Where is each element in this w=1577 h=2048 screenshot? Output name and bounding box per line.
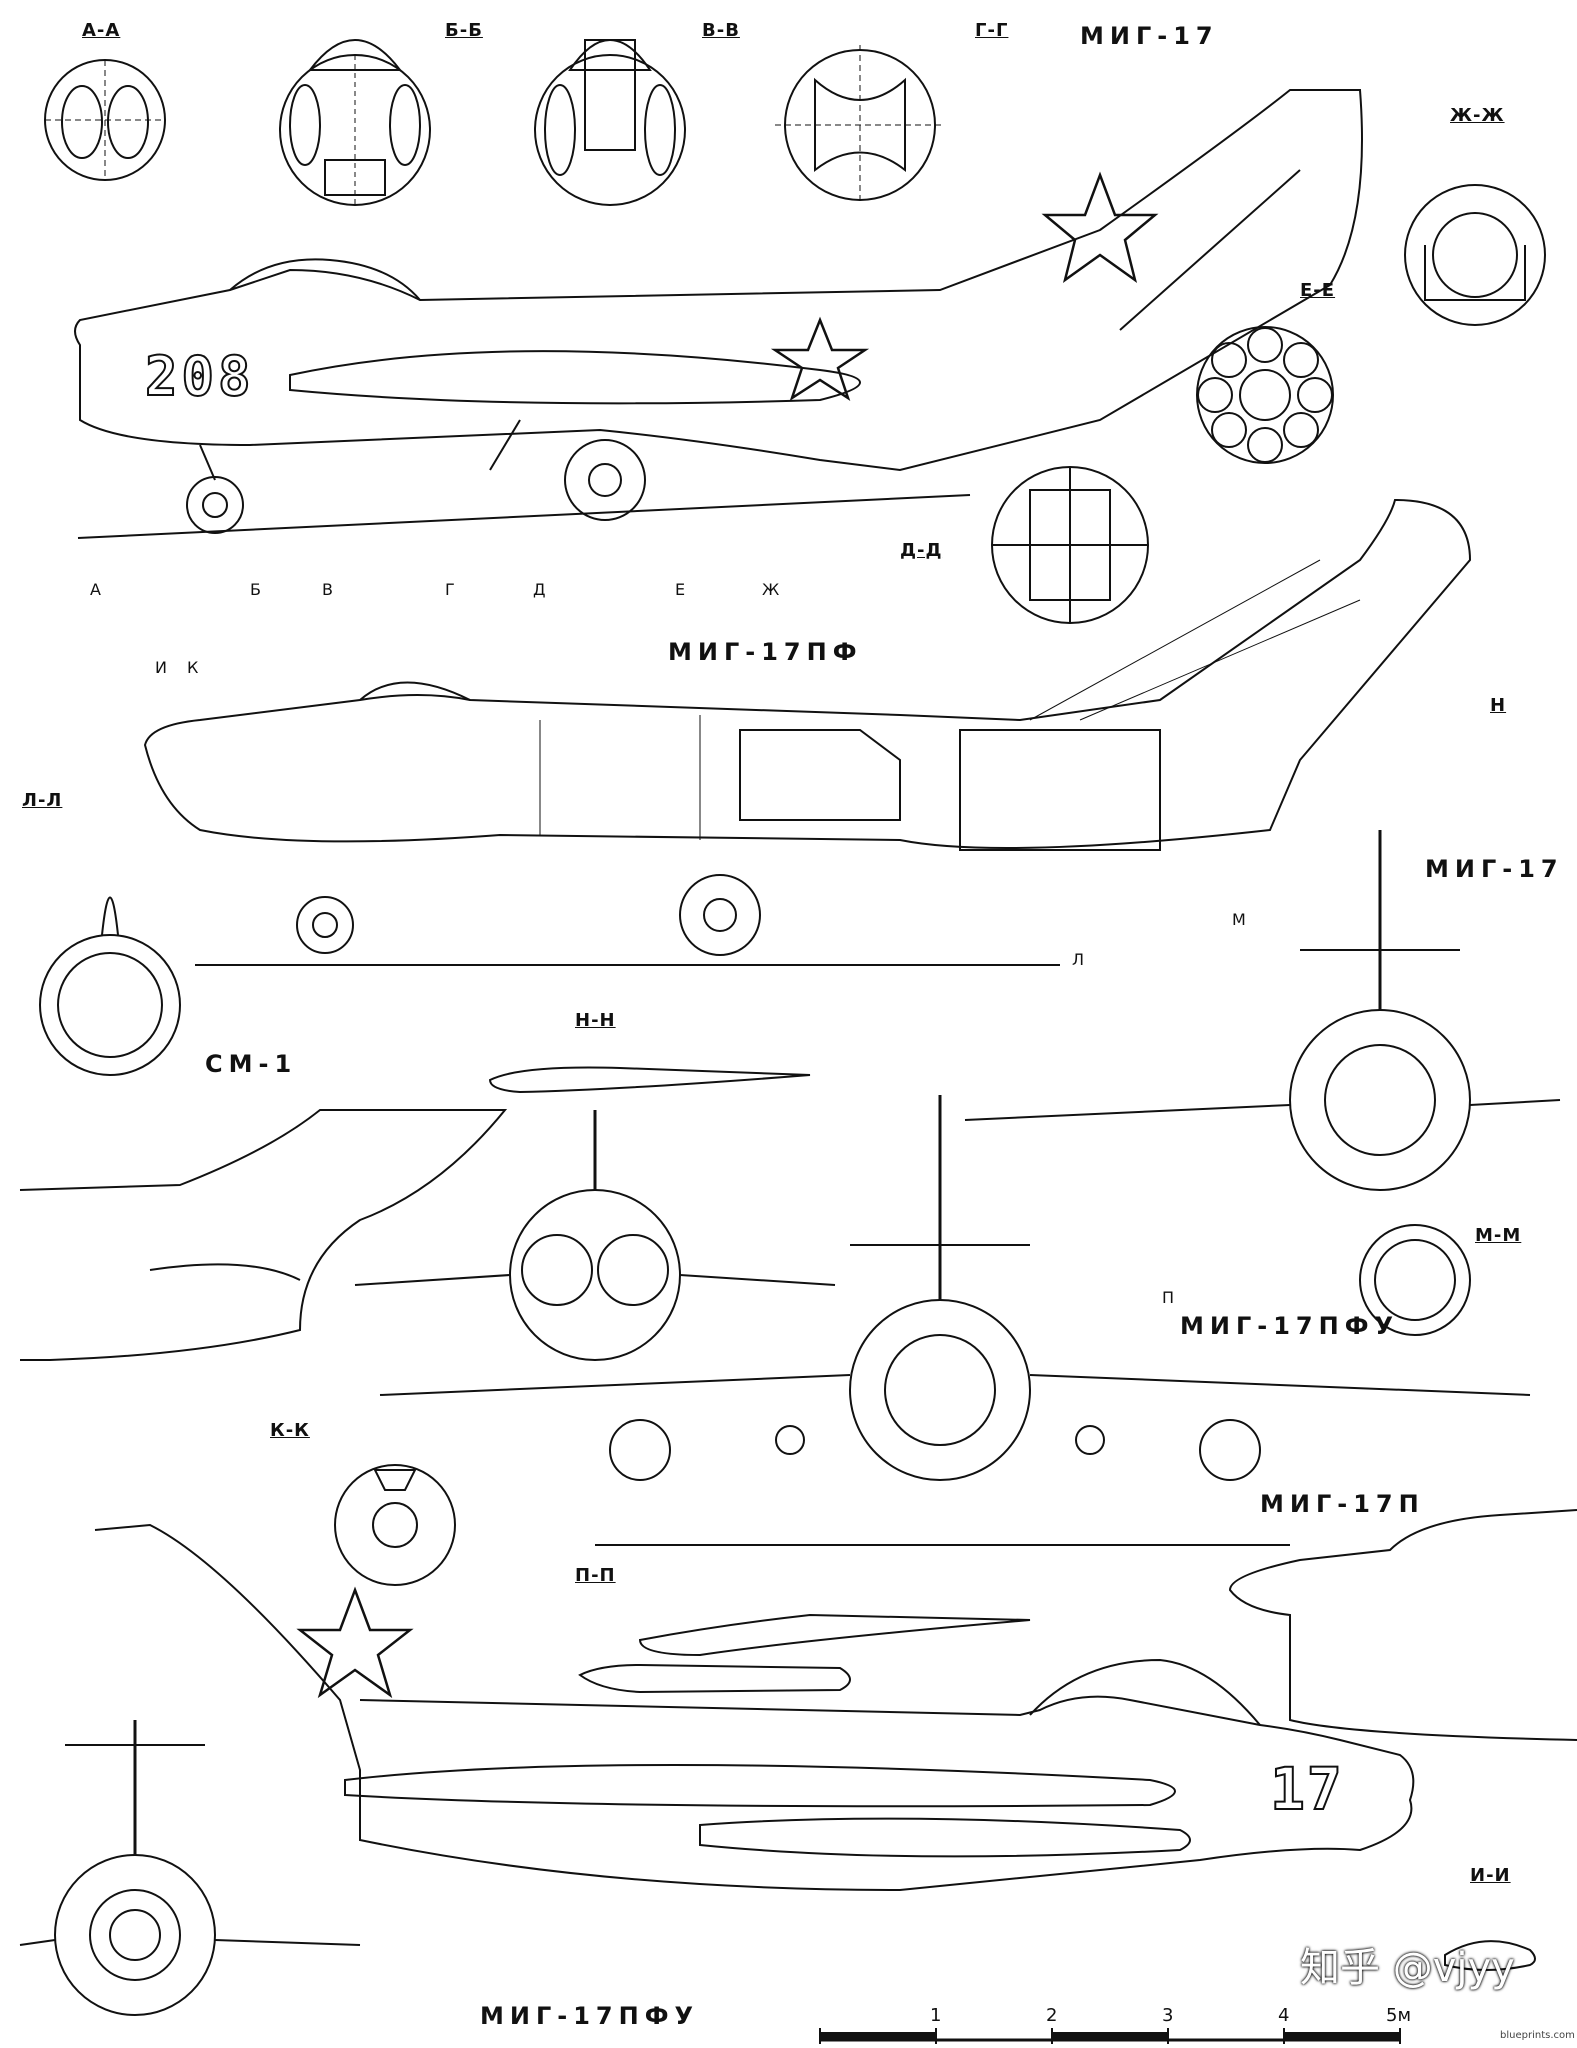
station-mark-v: В — [322, 580, 333, 599]
title-mig17pf: МИГ-17ПФ — [668, 638, 863, 666]
scale-tick-4: 4 — [1278, 2005, 1290, 2026]
station-mark-g: Г — [445, 580, 455, 599]
section-label-vv: В-В — [702, 20, 740, 41]
section-vv-drawing — [534, 39, 686, 206]
station-mark-m: М — [1232, 910, 1246, 929]
section-kk-drawing — [334, 1464, 456, 1586]
section-ll-drawing — [39, 896, 181, 1076]
mig17pfu-side-view — [94, 1523, 1415, 1892]
scale-bar — [819, 2028, 1401, 2044]
title-mig17-right: МИГ-17 — [1425, 855, 1564, 883]
mig17-side-view — [74, 89, 1363, 539]
title-sm1: СМ-1 — [205, 1050, 298, 1078]
section-label-n: Н — [1490, 695, 1507, 716]
section-label-bb: Б-Б — [445, 20, 483, 41]
section-label-kk: К-К — [270, 1420, 310, 1441]
station-mark-b: Б — [250, 580, 261, 599]
scale-tick-5m: 5м — [1386, 2005, 1412, 2026]
station-mark-k: К — [187, 658, 199, 677]
title-mig17pfu: МИГ-17ПФУ — [1180, 1312, 1400, 1340]
section-aa-drawing — [44, 59, 166, 181]
mig17p-front-view — [379, 1095, 1531, 1546]
section-label-pp: П-П — [575, 1565, 616, 1586]
mig17pfu-nose-partial — [1228, 1509, 1577, 1741]
rear-view — [19, 1720, 361, 2016]
station-mark-d: Д — [533, 580, 546, 599]
watermark: 知乎 @vjyy — [1300, 1945, 1515, 1991]
scale-tick-3: 3 — [1162, 2005, 1174, 2026]
section-ii-drawing — [1444, 1940, 1536, 1971]
scale-tick-1: 1 — [930, 2005, 942, 2026]
section-label-aa: А-А — [82, 20, 121, 41]
section-zhzh-drawing — [1404, 184, 1546, 326]
scale-tick-2: 2 — [1046, 2005, 1058, 2026]
station-mark-l: Л — [1072, 950, 1085, 969]
station-mark-i: И — [155, 658, 167, 677]
section-label-zhzh: Ж-Ж — [1450, 105, 1505, 126]
section-label-gg: Г-Г — [975, 20, 1009, 41]
section-label-ee: Е-Е — [1300, 280, 1336, 301]
section-mm-drawing — [1359, 1224, 1471, 1336]
section-bb-drawing — [279, 39, 431, 206]
twin-intake-front-view — [354, 1110, 836, 1361]
section-nn-drawing — [488, 1066, 811, 1094]
sm1-rear-fuselage-view — [19, 1109, 508, 1361]
section-label-mm: М-М — [1475, 1225, 1522, 1246]
mig17pf-cutaway-view — [143, 498, 1472, 966]
title-mig17-top: МИГ-17 — [1080, 22, 1219, 50]
section-label-dd: Д-Д — [900, 540, 943, 561]
section-label-nn: Н-Н — [575, 1010, 616, 1031]
section-label-ll: Л-Л — [22, 790, 63, 811]
section-label-ii: И-И — [1470, 1865, 1511, 1886]
tail-number-top: 208 — [144, 344, 255, 409]
section-pp-drawing — [578, 1613, 1031, 1694]
section-dd-drawing — [991, 466, 1149, 624]
station-mark-a: А — [90, 580, 101, 599]
section-ee-drawing — [1196, 326, 1334, 464]
mig17-front-view — [964, 830, 1561, 1191]
station-mark-zh: Ж — [762, 580, 780, 599]
section-gg-drawing — [775, 45, 945, 205]
station-mark-p: П — [1162, 1288, 1175, 1307]
title-mig17p: МИГ-17П — [1260, 1490, 1425, 1518]
tail-number-bottom: 17 — [1269, 1754, 1344, 1824]
station-mark-e: Е — [675, 580, 686, 599]
source-credit: blueprints.com — [1500, 2030, 1575, 2041]
title-mig17pfu-bottom: МИГ-17ПФУ — [480, 2002, 700, 2030]
